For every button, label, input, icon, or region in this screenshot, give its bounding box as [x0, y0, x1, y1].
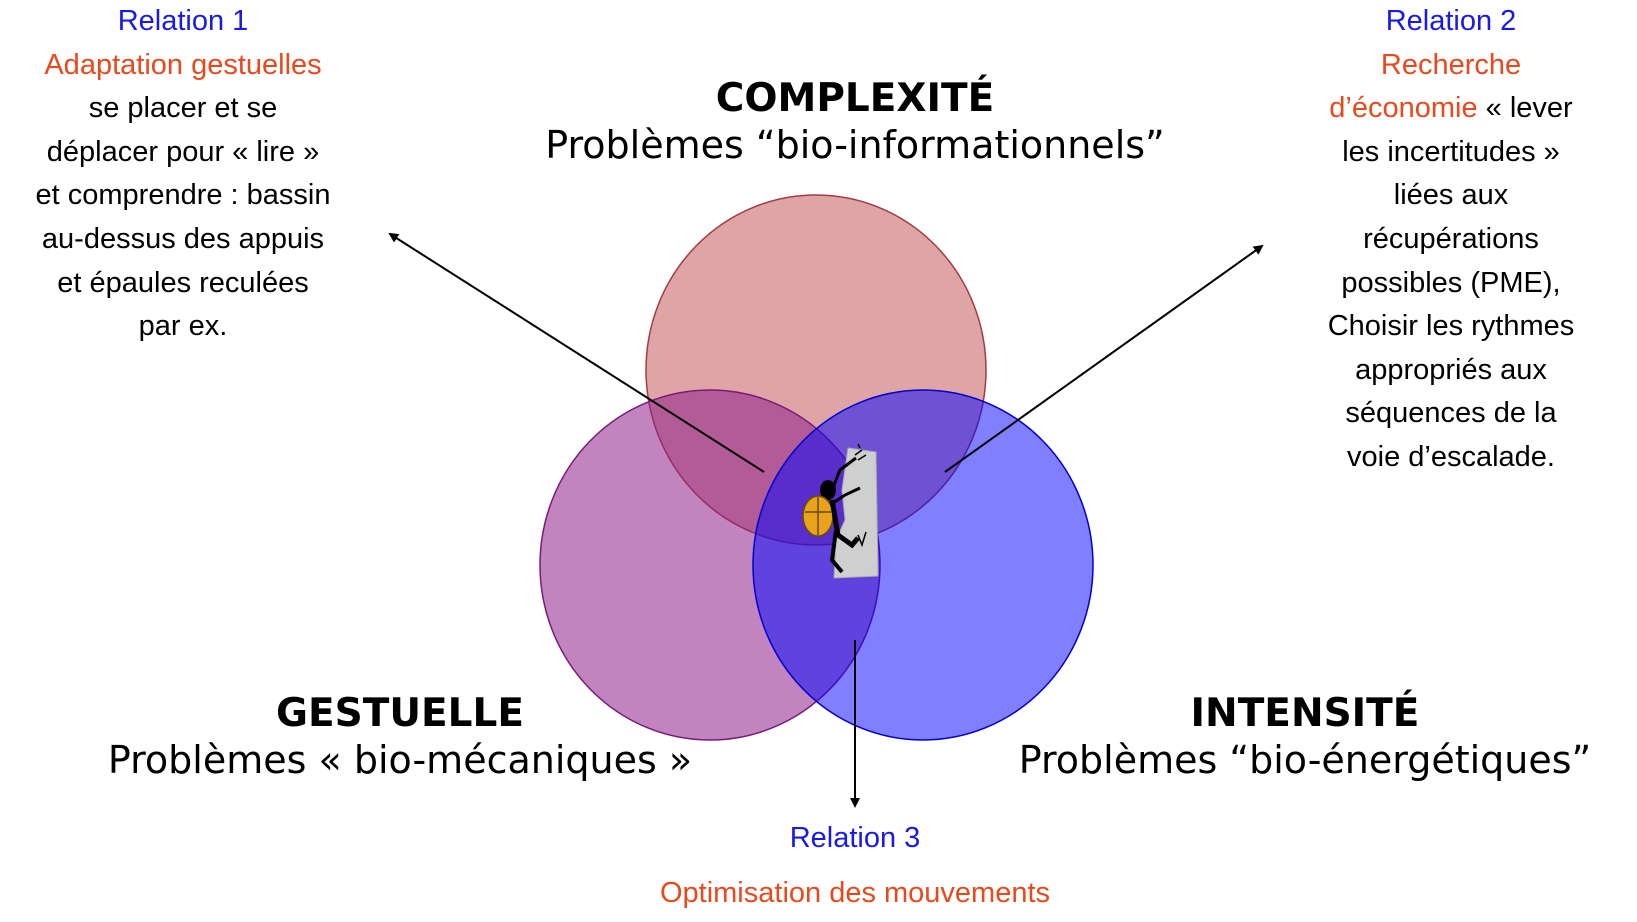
relation-2-label: Relation 2: [1385, 5, 1517, 37]
arrow-relation-2: [944, 244, 1264, 473]
relation-2-line: les incertitudes »: [1342, 135, 1560, 168]
relation-2-line: séquences de la: [1345, 397, 1557, 430]
relation-2-line: appropriés aux: [1355, 353, 1547, 386]
relation-2-line: voie d’escalade.: [1347, 440, 1555, 473]
relation-3-label-block: Relation 3: [655, 817, 1055, 861]
relation-1-label: Relation 1: [117, 5, 249, 37]
relation-1-line: déplacer pour « lire »: [46, 135, 320, 168]
relation-1-line: se placer et se: [88, 92, 278, 125]
relation-2-block: Relation 2 Recherche d’économie « lever …: [1278, 0, 1624, 480]
complexite-heading: COMPLEXITÉ Problèmes “bio-informationnel…: [440, 76, 1270, 168]
relation-2-line: récupérations: [1363, 222, 1539, 255]
relation-2-line: Choisir les rythmes: [1327, 310, 1575, 343]
relation-1-block: Relation 1 Adaptation gestuelles se plac…: [0, 0, 366, 349]
gestuelle-subtitle: Problèmes « bio-mécaniques »: [107, 738, 693, 782]
gestuelle-heading: GESTUELLE Problèmes « bio-mécaniques »: [40, 691, 760, 783]
relation-2-title-rest: d’économie: [1329, 92, 1478, 125]
relation-1-line: et comprendre : bassin: [35, 179, 331, 212]
intensite-title: INTENSITÉ: [1190, 691, 1420, 736]
relation-1-line: par ex.: [138, 310, 228, 343]
intensite-heading: INTENSITÉ Problèmes “bio-énergétiques”: [980, 691, 1630, 783]
relation-2-line-rest: « lever: [1477, 92, 1573, 125]
climber-illustration: [802, 443, 879, 579]
relation-3-title: Optimisation des mouvements: [659, 877, 1051, 909]
relation-2-title: Recherche: [1380, 48, 1522, 81]
relation-3-title-block: Optimisation des mouvements: [555, 872, 1155, 916]
circle-intensite: [752, 389, 1094, 741]
relation-3-label: Relation 3: [789, 822, 921, 854]
relation-1-line: au-dessus des appuis: [41, 222, 325, 255]
relation-2-title-line: d’économie « lever: [1278, 87, 1624, 131]
arrow-relation-1: [388, 232, 765, 473]
gestuelle-title: GESTUELLE: [276, 691, 524, 736]
relation-1-line: et épaules reculées: [57, 266, 309, 299]
relation-2-line: liées aux: [1393, 179, 1509, 212]
relation-1-title: Adaptation gestuelles: [44, 48, 322, 81]
complexite-title: COMPLEXITÉ: [715, 76, 995, 121]
relation-2-line: possibles (PME),: [1341, 266, 1561, 299]
complexite-subtitle: Problèmes “bio-informationnels”: [545, 123, 1165, 167]
intensite-subtitle: Problèmes “bio-énergétiques”: [1018, 738, 1592, 782]
